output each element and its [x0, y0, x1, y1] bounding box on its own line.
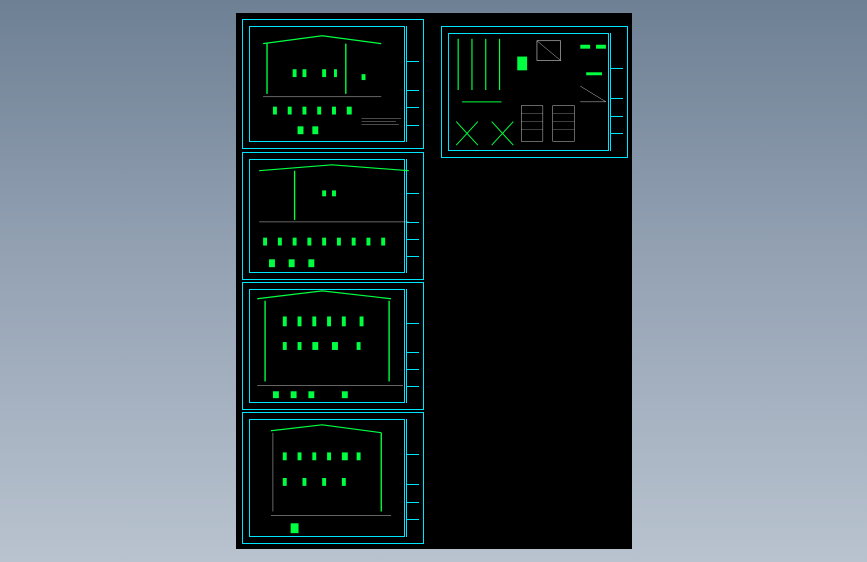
drawing-sheet-2[interactable] — [242, 152, 424, 280]
title-block — [406, 289, 419, 403]
drawing-sheet-4[interactable] — [242, 412, 424, 544]
frame-elevation-drawing — [257, 290, 403, 399]
sheet-border — [249, 289, 405, 403]
title-block — [406, 26, 419, 142]
drawing-sheet-3[interactable] — [242, 282, 424, 410]
title-block — [406, 159, 419, 273]
sheet-border — [249, 26, 405, 142]
sheet-border — [249, 159, 405, 273]
drawing-sheet-1[interactable] — [242, 19, 424, 149]
drawing-sheet-5[interactable] — [441, 26, 628, 158]
frame-elevation-drawing — [270, 424, 392, 534]
frame-elevation-drawing — [263, 35, 401, 135]
frame-elevation-drawing — [259, 164, 409, 268]
sheet-border — [448, 33, 609, 151]
connection-details-drawing — [455, 38, 607, 146]
cad-drawing-canvas[interactable] — [236, 13, 632, 549]
title-block — [610, 33, 623, 151]
sheet-border — [249, 419, 405, 537]
title-block — [406, 419, 419, 537]
